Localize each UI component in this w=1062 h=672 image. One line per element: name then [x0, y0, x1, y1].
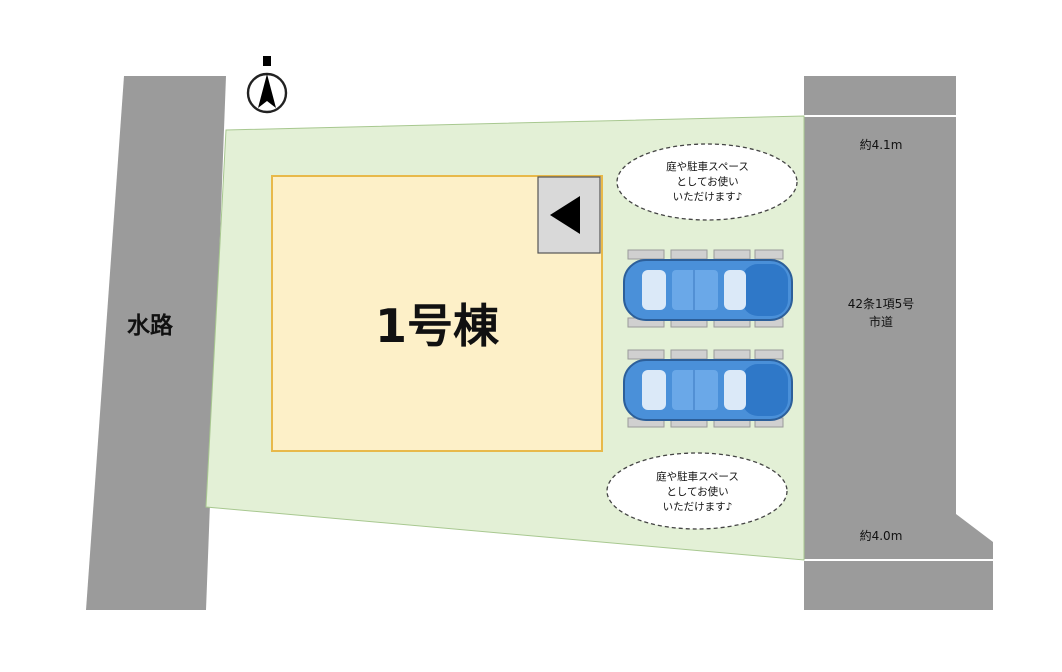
car-icon: [623, 359, 793, 421]
road-name: 42条1項5号 市道: [826, 295, 936, 331]
road-name-line2: 市道: [868, 315, 893, 329]
parking-stalls: [627, 249, 784, 428]
building-label: 1号棟: [374, 299, 499, 353]
north-arrow-icon: [246, 56, 288, 114]
city-road: [804, 76, 993, 610]
bubble-outline-bottom: [606, 452, 788, 530]
road-width-top: 約4.1m: [859, 138, 903, 152]
waterway: [86, 76, 226, 610]
car-icon: [623, 259, 793, 321]
entrance-arrow-icon: [537, 176, 601, 254]
road-width-bottom: 約4.0m: [859, 529, 903, 543]
road-name-line1: 42条1項5号: [847, 297, 915, 311]
bubble-line: いただけます♪: [662, 501, 733, 513]
bubble-line: 庭や駐車スペース: [656, 471, 739, 483]
bubble-outline-top: [616, 143, 798, 221]
bubble-top: 庭や駐車スペース としてお使い いただけます♪: [620, 160, 795, 205]
bubble-line: としてお使い: [666, 486, 729, 498]
bubble-line: いただけます♪: [672, 191, 743, 203]
bubble-line: 庭や駐車スペース: [666, 161, 749, 173]
waterway-label: 水路: [127, 313, 173, 339]
bubble-line: としてお使い: [676, 176, 739, 188]
bubble-bottom: 庭や駐車スペース としてお使い いただけます♪: [610, 470, 785, 515]
